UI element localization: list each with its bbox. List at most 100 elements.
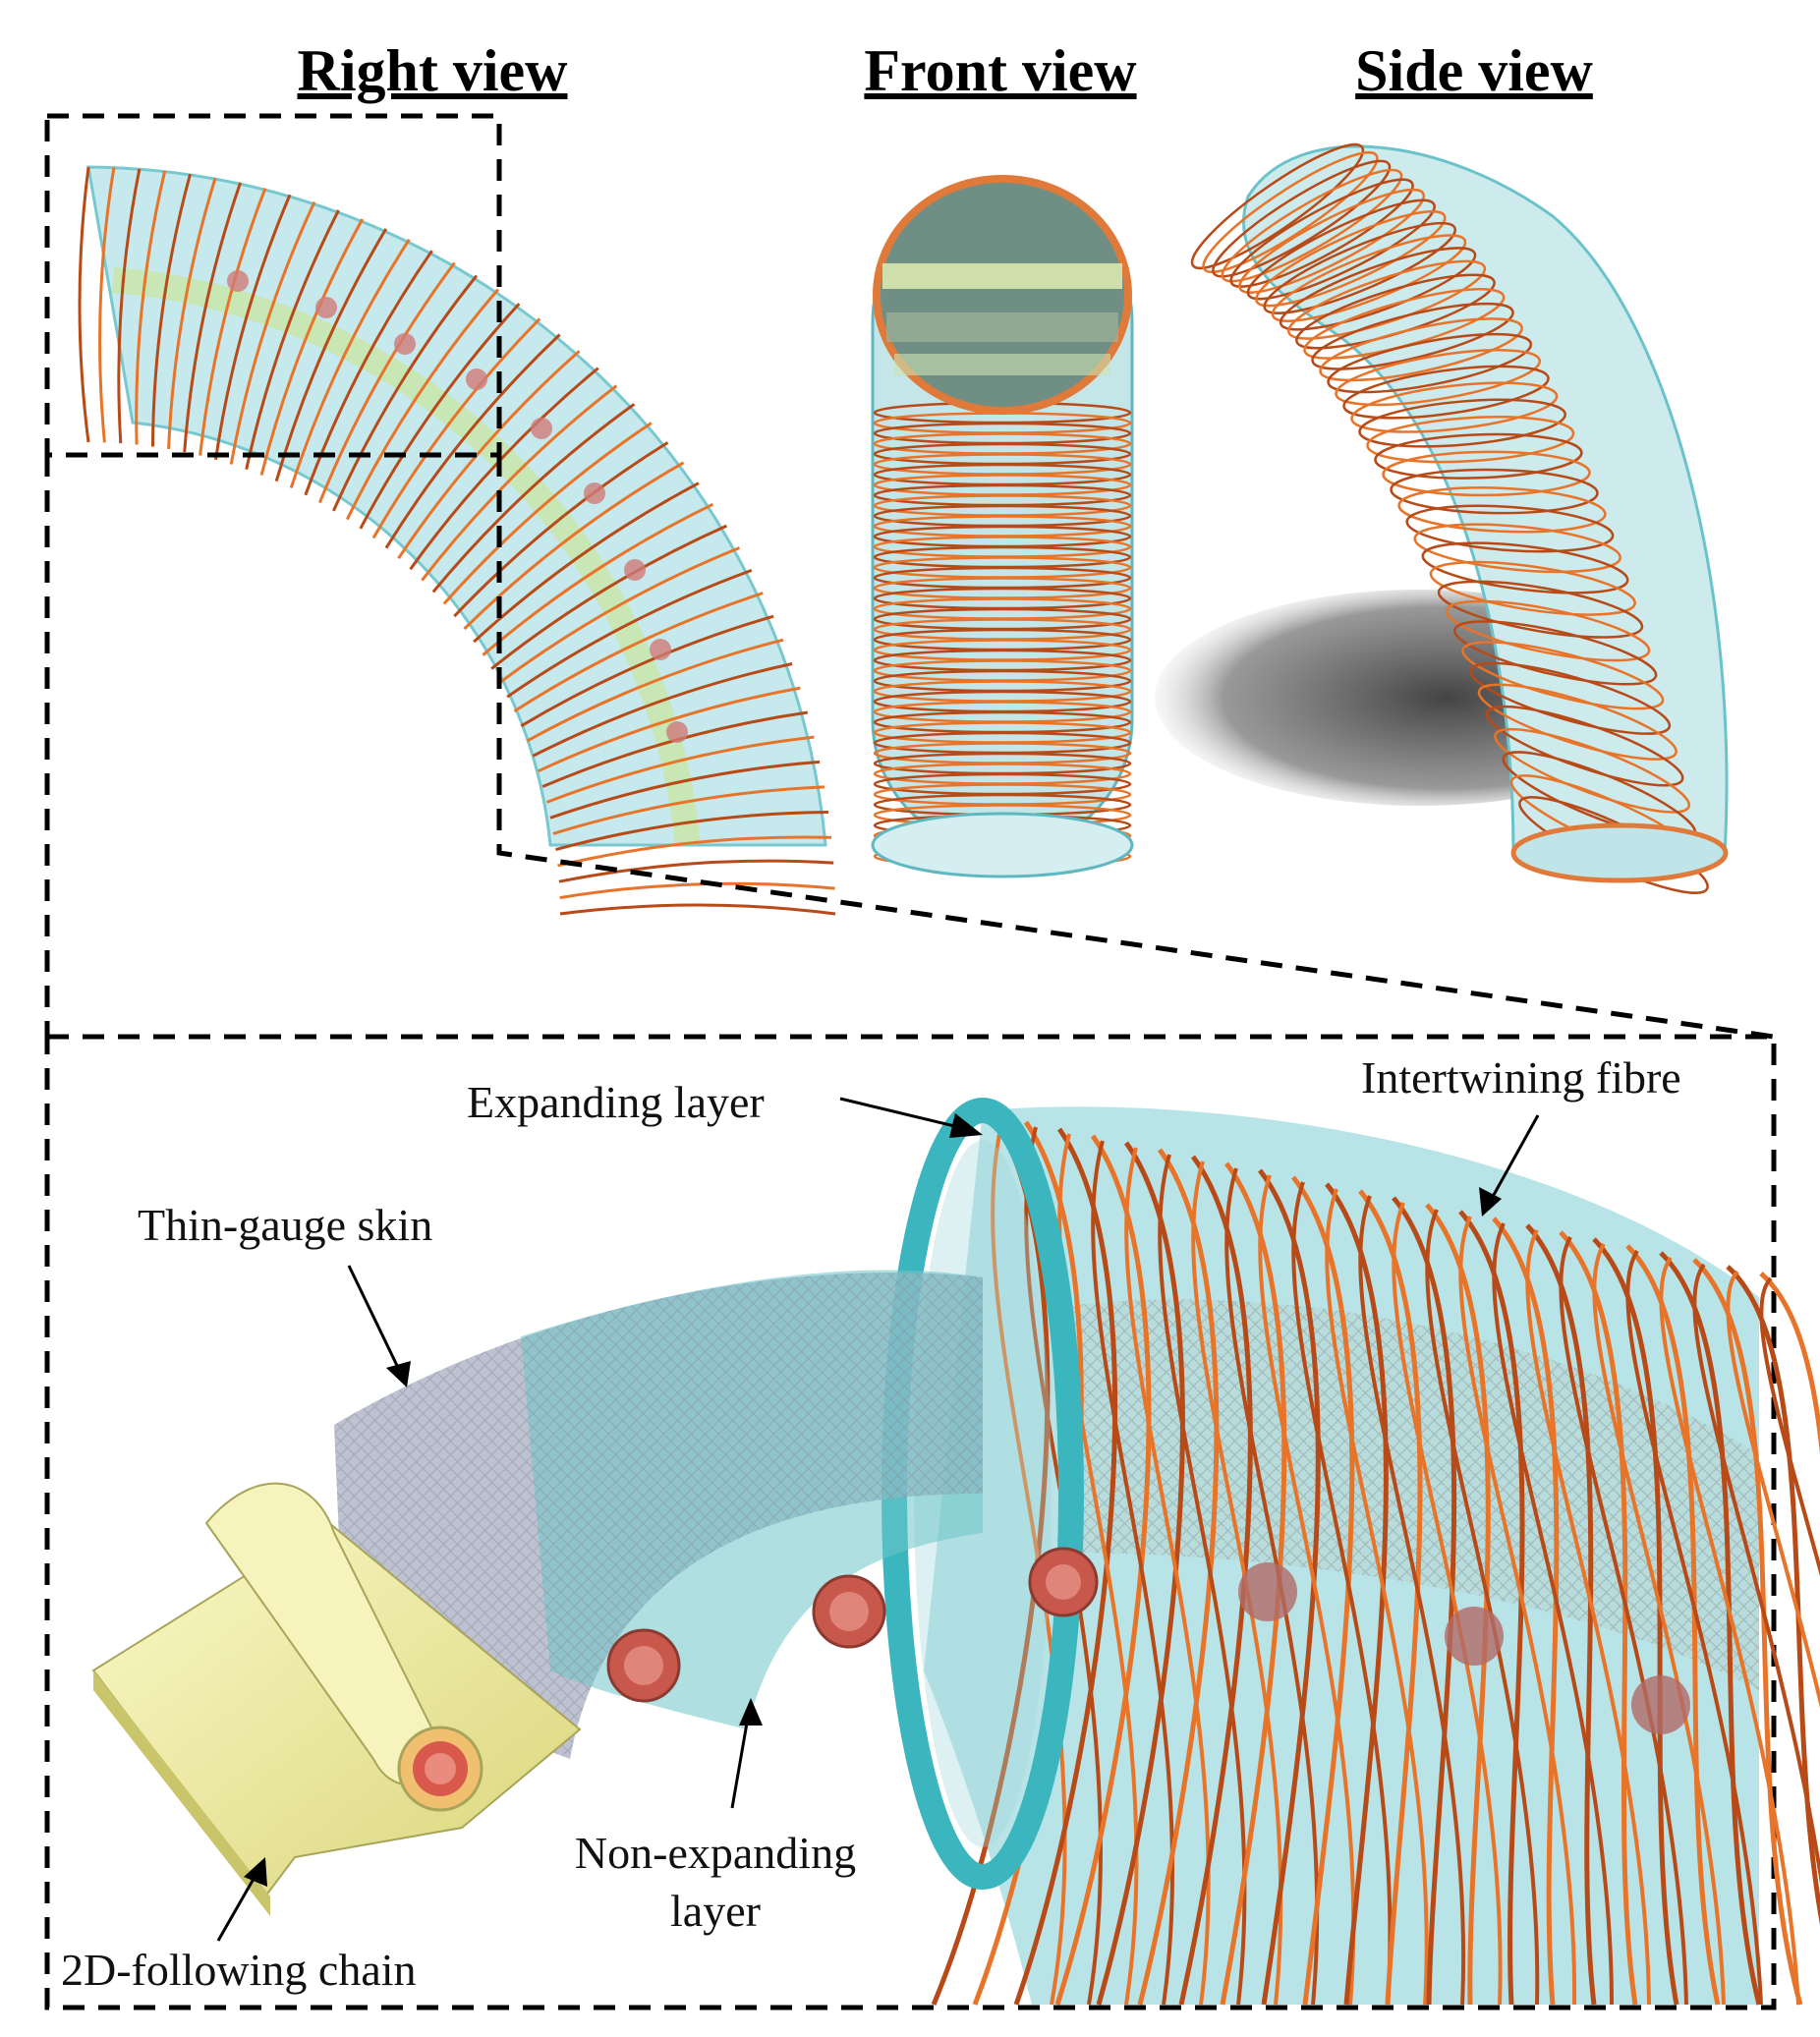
fibre-strand bbox=[482, 502, 714, 656]
fibre-strand bbox=[304, 250, 433, 496]
fibre-ring bbox=[1255, 210, 1447, 308]
fibre-strand bbox=[317, 261, 456, 504]
callout-intertwining-fibre: Intertwining fibre bbox=[1361, 1052, 1681, 1103]
fibre-strand bbox=[1692, 1263, 1820, 1885]
fibre-strand bbox=[371, 317, 541, 539]
following-chain bbox=[91, 1482, 582, 1916]
fibre-ring bbox=[1390, 468, 1599, 515]
fibre-strand bbox=[1492, 1222, 1614, 2006]
fibre-strand bbox=[1592, 1237, 1679, 2006]
fibre-strand bbox=[1013, 1127, 1118, 2006]
callout-non-expanding-line1: Non-expanding bbox=[575, 1828, 856, 1878]
fibre-strand bbox=[421, 384, 618, 582]
front-view-opening bbox=[873, 175, 1132, 415]
fibre-strand bbox=[1220, 1161, 1287, 2006]
fibre-strand bbox=[199, 188, 267, 456]
fibre-strand bbox=[526, 638, 784, 743]
detail-view bbox=[91, 1098, 1820, 2006]
fibre-strand bbox=[520, 614, 774, 728]
fibre-strand bbox=[490, 524, 728, 670]
fibre-ring bbox=[1263, 221, 1456, 314]
fibre-strand bbox=[1625, 1249, 1763, 2006]
fibre-strand bbox=[1224, 1167, 1320, 2006]
zoom-source-box bbox=[44, 113, 502, 458]
fibre-strand bbox=[1358, 1189, 1423, 2006]
fibre-ring bbox=[1453, 620, 1658, 686]
fibre-strand bbox=[532, 662, 793, 758]
fibre-strand bbox=[506, 568, 753, 699]
fibre-strand bbox=[1178, 1155, 1253, 2006]
fibre-strand bbox=[463, 461, 685, 631]
fibre-strand bbox=[545, 735, 815, 804]
fibre-strand bbox=[214, 194, 292, 461]
fibre-strand bbox=[1592, 1242, 1726, 2006]
fibre-strand bbox=[229, 200, 316, 465]
fibre-ring bbox=[1485, 705, 1684, 787]
fibre-strand bbox=[1291, 1181, 1393, 2006]
fibre-strand bbox=[150, 173, 192, 447]
fibre-strand bbox=[442, 422, 653, 605]
fibre-strand bbox=[1425, 1209, 1540, 2006]
fibre-ring bbox=[1405, 504, 1615, 553]
fibre-ring bbox=[1437, 580, 1644, 639]
fibre-strand bbox=[1692, 1258, 1803, 2006]
fibre-strand bbox=[1358, 1195, 1466, 2006]
fibre-strand bbox=[1559, 1236, 1688, 2006]
callout-following-chain: 2D-following chain bbox=[61, 1945, 417, 1995]
side-view-title: Side view bbox=[1355, 38, 1593, 103]
fibre-ring bbox=[1429, 560, 1636, 616]
fibre-strand bbox=[1191, 1160, 1283, 2006]
fibre-strand bbox=[1726, 1270, 1820, 1709]
fibre-ring bbox=[1229, 178, 1414, 288]
fibre-ring bbox=[1421, 541, 1629, 594]
fibre-strand bbox=[1625, 1244, 1721, 2006]
front-view-tube bbox=[871, 175, 1134, 878]
fibre-strand bbox=[991, 1119, 1067, 2006]
fibre-strand bbox=[117, 168, 142, 444]
fibre-ring bbox=[1335, 349, 1541, 407]
fibre-strand bbox=[473, 481, 700, 644]
fibre-strand bbox=[498, 546, 741, 684]
fibre-ring bbox=[1350, 381, 1559, 433]
fibre-strand bbox=[1291, 1175, 1355, 2006]
fibre-ring bbox=[1238, 188, 1426, 294]
fibre-ring bbox=[1212, 159, 1392, 278]
fibre-strand bbox=[1137, 1148, 1220, 2006]
fibre-strand bbox=[1096, 1141, 1185, 2006]
fibre-ring bbox=[1279, 247, 1477, 331]
fibre-strand bbox=[397, 350, 581, 560]
fibre-strand bbox=[1392, 1202, 1503, 2006]
fibre-ring bbox=[1366, 416, 1575, 464]
callout-thin-gauge-skin: Thin-gauge skin bbox=[138, 1200, 432, 1250]
fibre-strand bbox=[453, 441, 669, 618]
fibre-ring bbox=[1319, 317, 1523, 382]
fibre-ring bbox=[1311, 302, 1514, 370]
fibre-strand bbox=[359, 303, 521, 530]
fibre-ring bbox=[1221, 168, 1403, 283]
fibre-ring bbox=[1327, 332, 1533, 394]
fibre-strand bbox=[245, 209, 340, 471]
fibre-strand bbox=[1258, 1174, 1356, 2006]
callout-non-expanding-line2: layer bbox=[670, 1886, 761, 1936]
fibre-strand bbox=[1425, 1203, 1491, 2006]
front-view-title: Front view bbox=[864, 38, 1137, 103]
fibre-strand bbox=[1392, 1196, 1457, 2006]
fibre-strand bbox=[549, 760, 821, 820]
fibre-strand bbox=[1158, 1154, 1247, 2006]
fibre-ring bbox=[1202, 150, 1379, 274]
fibre-ring bbox=[1469, 661, 1672, 735]
fibre-strand bbox=[513, 592, 764, 713]
right-view-tube bbox=[78, 165, 836, 916]
chain-joints bbox=[606, 1547, 1690, 1734]
fibre-strand bbox=[1525, 1223, 1597, 2006]
fibre-ring bbox=[1190, 142, 1365, 270]
fibre-strand bbox=[1659, 1251, 1762, 2006]
fibre-strand bbox=[1258, 1168, 1321, 2006]
callouts: Expanding layer Intertwining fibre Thin-… bbox=[61, 1052, 1681, 1995]
fibre-strand bbox=[557, 835, 832, 868]
fibre-strand bbox=[1492, 1217, 1560, 2006]
fibre-strand bbox=[1325, 1188, 1429, 2006]
fibre-strand bbox=[1759, 1272, 1820, 1455]
right-view-title: Right view bbox=[298, 38, 569, 103]
